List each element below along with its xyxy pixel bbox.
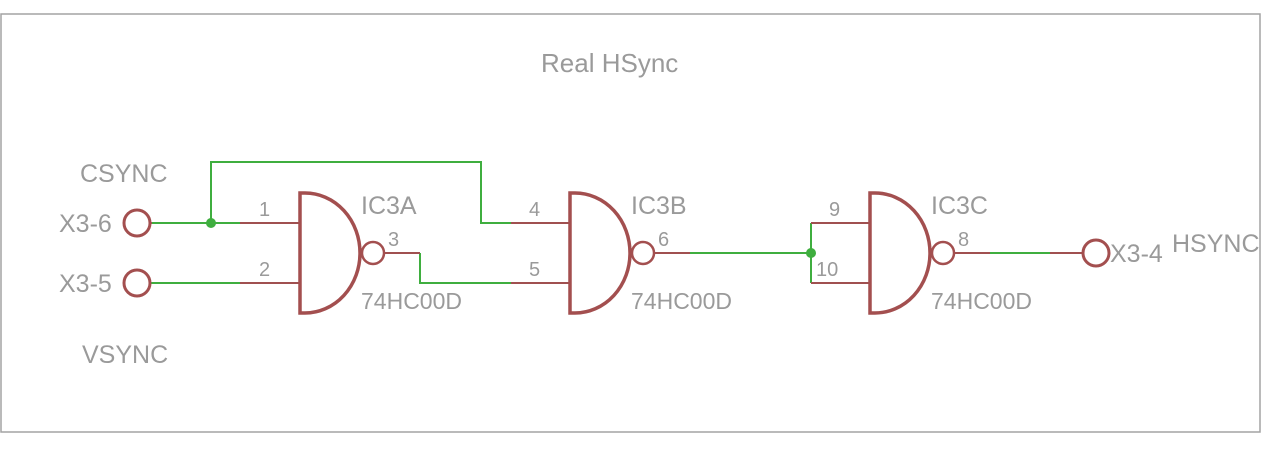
schematic-title: Real HSync <box>541 48 678 78</box>
connector-x3-6[interactable]: X3-6 <box>59 208 152 238</box>
nand-gate-body <box>568 191 632 315</box>
wire-csync-to-ic3b <box>210 161 511 224</box>
gate-value-ic3c: 74HC00D <box>931 288 1032 314</box>
pin-number: 10 <box>816 259 838 281</box>
pin-number: 4 <box>529 199 540 221</box>
nand-gate-body <box>298 191 362 315</box>
connector-pad-icon <box>122 208 152 238</box>
junction-csync <box>206 218 216 228</box>
pin-number: 8 <box>958 229 969 251</box>
gate-ref-ic3c: IC3C <box>931 192 988 220</box>
schematic-frame <box>0 13 1261 433</box>
nand-gate-ic3a[interactable]: IC3A 74HC00D 1 2 3 <box>259 191 462 315</box>
pin-number: 6 <box>658 229 669 251</box>
connector-label: X3-5 <box>59 270 112 298</box>
connector-x3-4[interactable]: X3-4 <box>1081 238 1163 268</box>
nand-gate-body <box>868 191 932 315</box>
inverter-bubble <box>930 240 956 266</box>
junction-ic3c-inputs <box>806 248 816 258</box>
connector-label: X3-4 <box>1110 240 1163 268</box>
net-label-hsync: HSYNC <box>1172 230 1260 258</box>
pin-stubs <box>150 222 1083 284</box>
connector-pad-icon <box>1081 238 1111 268</box>
gate-ref-ic3a: IC3A <box>361 192 417 220</box>
pin-number: 5 <box>529 259 540 281</box>
nand-gate-ic3b[interactable]: IC3B 74HC00D 4 5 6 <box>529 191 732 315</box>
gate-value-ic3a: 74HC00D <box>361 288 462 314</box>
inverter-bubble <box>360 240 386 266</box>
connector-pad-icon <box>122 268 152 298</box>
wires <box>150 161 1050 284</box>
wire-ic3a-out-to-ic3b <box>419 253 511 284</box>
pin-number: 9 <box>829 199 840 221</box>
pin-number: 1 <box>259 199 270 221</box>
nand-gate-ic3c[interactable]: IC3C 74HC00D 9 10 8 <box>816 191 1032 315</box>
net-label-csync: CSYNC <box>80 160 168 188</box>
gate-value-ic3b: 74HC00D <box>631 288 732 314</box>
net-label-vsync: VSYNC <box>82 341 168 369</box>
connector-label: X3-6 <box>59 210 112 238</box>
inverter-bubble <box>630 240 656 266</box>
pin-number: 3 <box>388 229 399 251</box>
gate-ref-ic3b: IC3B <box>631 192 687 220</box>
connector-x3-5[interactable]: X3-5 <box>59 268 152 298</box>
pin-number: 2 <box>259 259 270 281</box>
